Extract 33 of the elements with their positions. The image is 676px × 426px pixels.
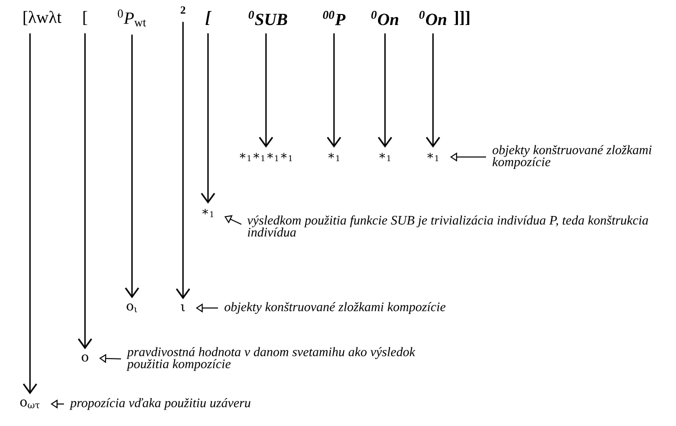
annotation-text: výsledkom použitia funkcie SUB je trivializácia indivídua P, teda konštrukcia indivídua xyxy=(247,215,648,237)
closing-brackets: ]]] xyxy=(454,10,470,26)
arrow xyxy=(22,33,38,394)
construction-term: [λwλt xyxy=(24,10,62,26)
arrow xyxy=(426,33,440,148)
construction-term: $^{0}$On xyxy=(371,10,398,26)
construction-term: [ xyxy=(206,10,212,26)
object-type: ι xyxy=(180,304,185,312)
annotation-text: pravdivostná hodnota v danom svetamihu ako výsledok použitia kompozície xyxy=(126,347,416,371)
construction-term: $^{0}$P$_{wt}$ xyxy=(118,10,146,26)
annotation-text: objekty konštruované zložkami kompozície xyxy=(224,302,446,314)
construction-term: $^{00}$P xyxy=(323,10,346,26)
arrow xyxy=(326,33,342,148)
constructed-object: ∗$_{1}$ xyxy=(427,152,438,162)
annotation-text: objekty konštruované zložkami kompozície xyxy=(492,145,652,169)
arrow xyxy=(78,33,92,350)
construction-term: $^{0}$SUB xyxy=(248,10,288,26)
construction-term: $^{0}$On xyxy=(419,10,446,26)
arrow xyxy=(124,34,140,298)
constructed-object: ∗$_{1}$ xyxy=(379,152,390,162)
object-type: o$_{ι}$ xyxy=(126,303,137,312)
arrow xyxy=(176,22,190,300)
order-index: 2 xyxy=(180,6,186,14)
object-type: o xyxy=(82,354,88,362)
constructed-object: ∗$_{1}$ xyxy=(202,208,214,218)
arrow xyxy=(378,33,392,148)
arrow xyxy=(200,33,216,204)
annotation-text: propozícia vďaka použitiu uzáveru xyxy=(69,398,250,410)
constructed-object: ∗$_{1}$ xyxy=(328,152,340,162)
object-type: o$_{ωτ}$ xyxy=(20,399,40,408)
arrow xyxy=(258,33,274,148)
construction-term: [ xyxy=(83,10,88,26)
constructed-object: ∗$_{1}$∗$_{1}$∗$_{1}$∗$_{1}$ xyxy=(240,152,292,162)
